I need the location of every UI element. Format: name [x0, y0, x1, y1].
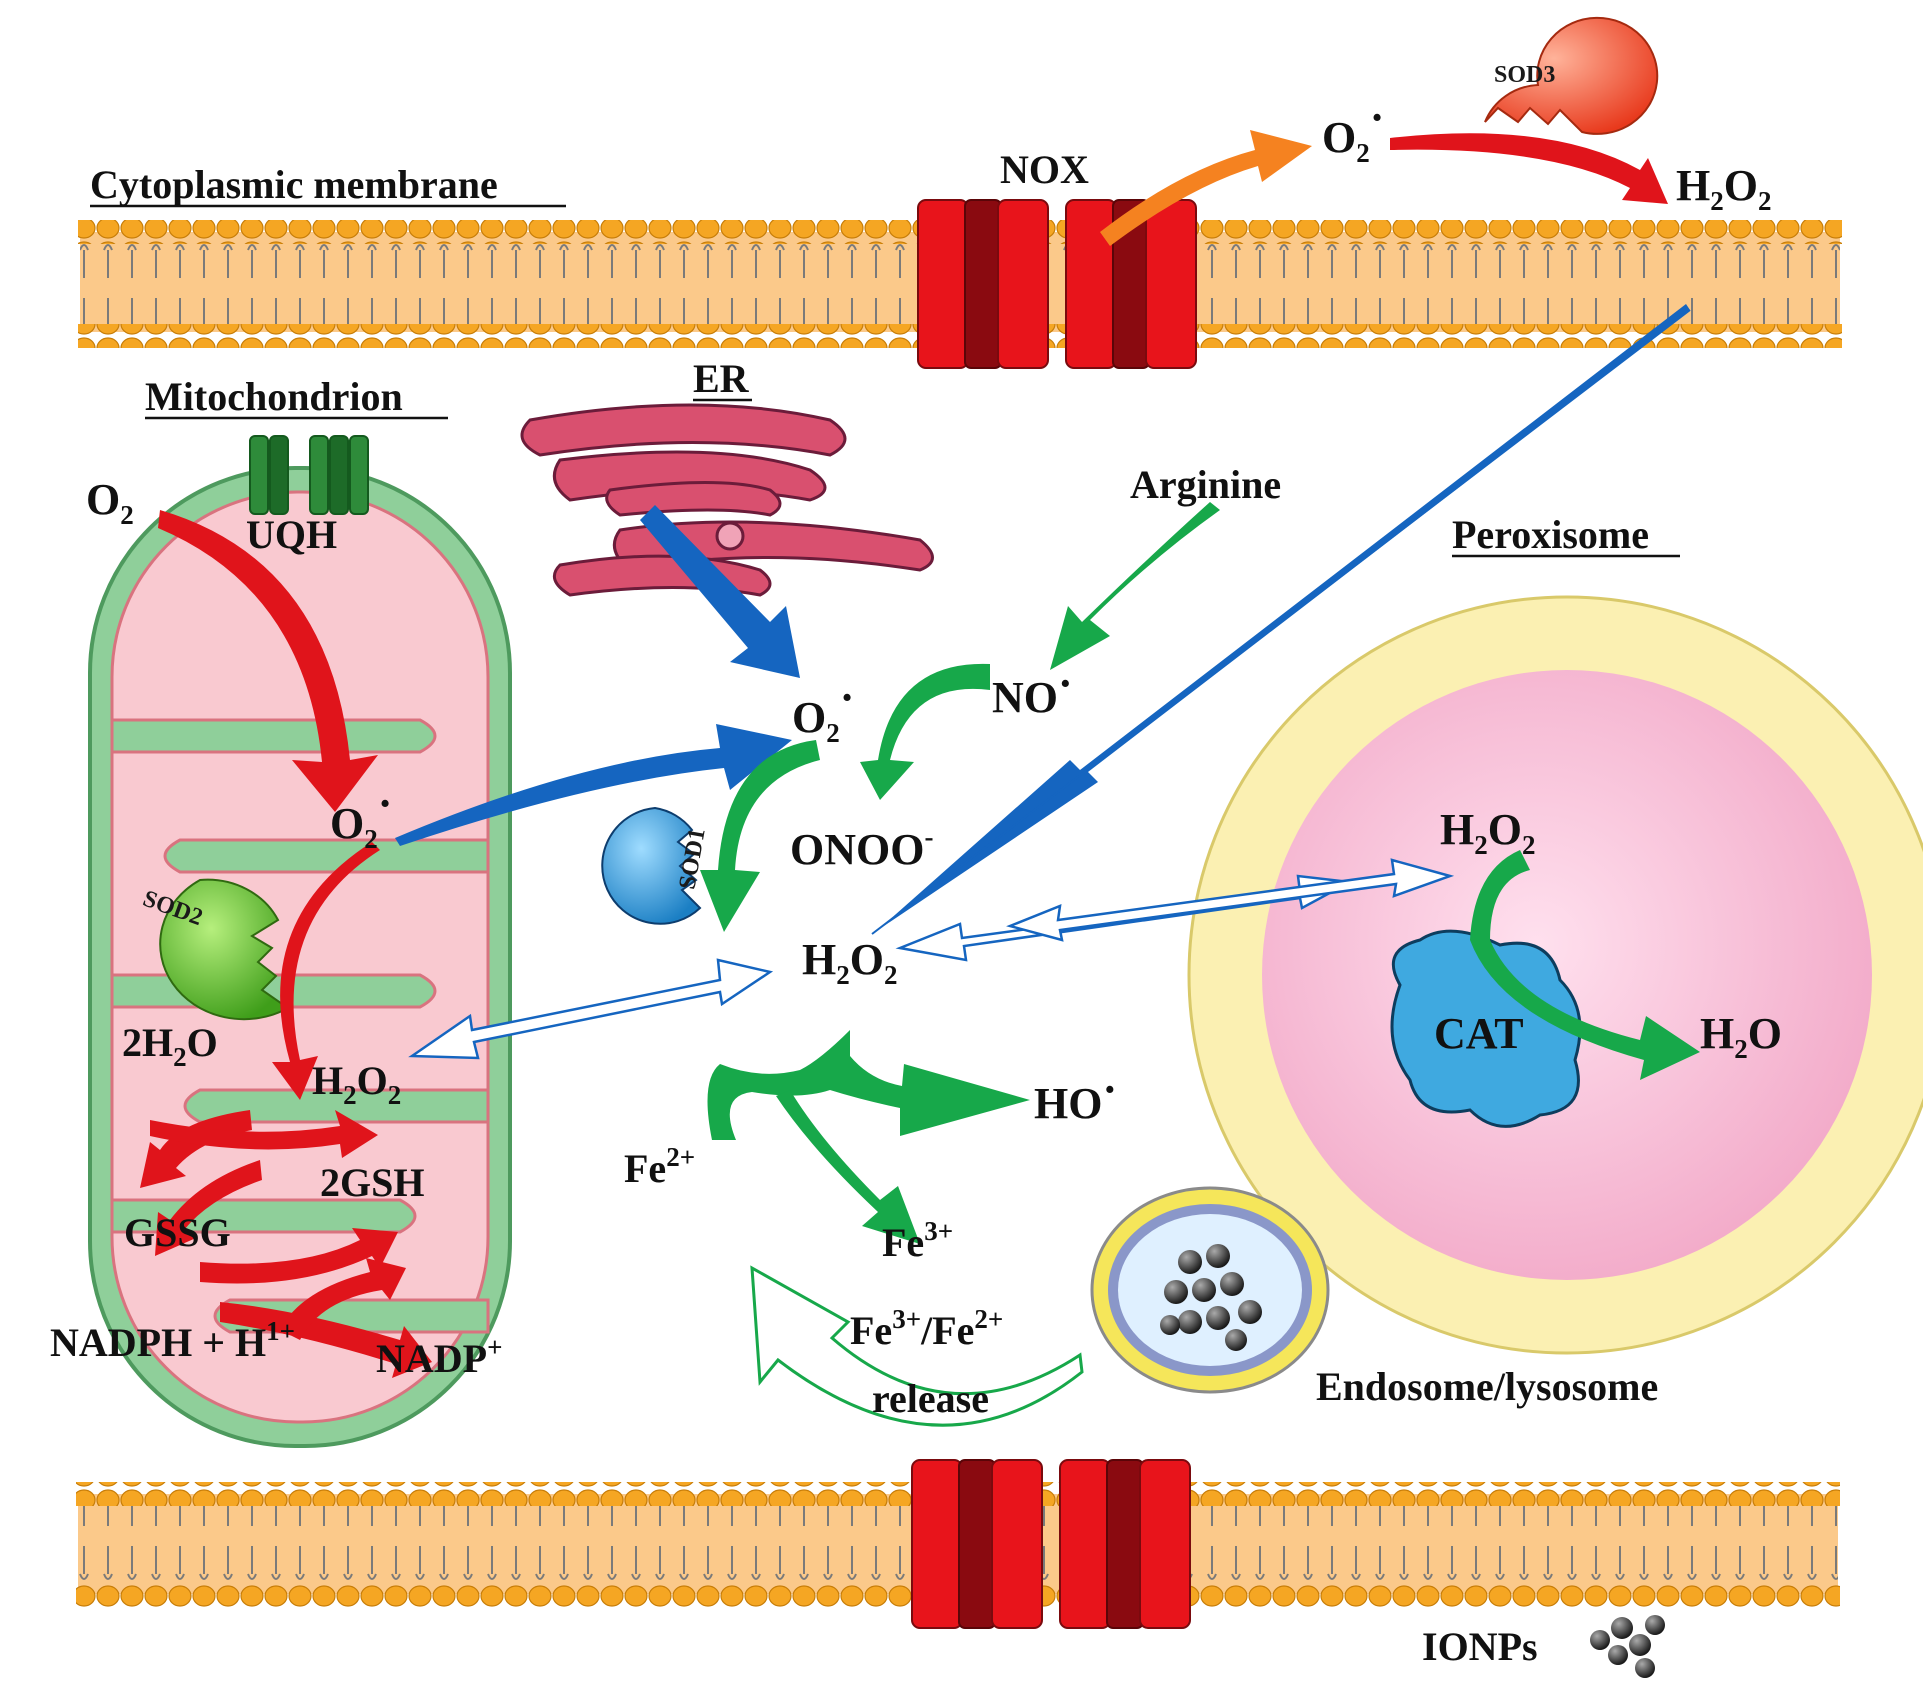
water-label: H2O [1700, 1009, 1782, 1064]
nox-channel [917, 199, 1197, 369]
gssg-label: GSSG [124, 1210, 231, 1255]
bottom-channel [911, 1459, 1191, 1629]
superoxide-cytosol-label: O2· [792, 673, 854, 748]
mito-red-arrows [140, 510, 432, 1378]
orange-arrow [1100, 130, 1312, 246]
superoxide-top-label: O2· [1322, 93, 1384, 168]
h2o2-center-label: H2O2 [802, 935, 897, 990]
nadph-label: NADPH + H1+ [50, 1316, 295, 1365]
uqh-label: UQH [246, 512, 337, 557]
iron-release-label: Fe3+/Fe2+ [850, 1304, 1003, 1353]
mitochondrion-label: Mitochondrion [145, 374, 403, 419]
green-arrows [700, 502, 1700, 1244]
cat-enzyme [1390, 929, 1582, 1128]
h2o2-peroxisome-label: H2O2 [1440, 805, 1535, 860]
sod3-enzyme [1484, 16, 1659, 135]
ionp-cluster-icon [1590, 1615, 1665, 1678]
peroxynitrite-label: ONOO- [790, 822, 933, 874]
hydroxyl-radical-label: HO· [1034, 1065, 1117, 1128]
endosome [1090, 1186, 1330, 1394]
cytoplasmic-membrane-label: Cytoplasmic membrane [90, 162, 498, 207]
ionps-label: IONPs [1422, 1624, 1538, 1669]
cat-label: CAT [1434, 1009, 1524, 1058]
endosome-label: Endosome/lysosome [1316, 1364, 1658, 1409]
sod3-label: SOD3 [1494, 62, 1555, 88]
nox-label: NOX [1000, 147, 1089, 192]
release-label: release [872, 1376, 989, 1421]
uqh-complex [249, 435, 369, 515]
arginine-label: Arginine [1130, 462, 1281, 507]
h2o2-top-label: H2O2 [1676, 161, 1771, 216]
nitric-oxide-label: NO· [992, 659, 1073, 722]
sod1-enzyme [601, 806, 702, 925]
two-water-label: 2H2O [122, 1020, 218, 1072]
sod3-red-arrow [1390, 133, 1668, 204]
two-gsh-label: 2GSH [320, 1160, 424, 1205]
nadp-label: NADP+ [376, 1332, 502, 1381]
release-arrow [750, 1265, 1084, 1427]
er-label: ER [693, 356, 750, 401]
peroxisome-label: Peroxisome [1452, 512, 1649, 557]
ferric-iron-label: Fe3+ [882, 1216, 953, 1265]
sod2-enzyme [159, 878, 290, 1021]
er-organelle [520, 403, 934, 597]
hollow-blue-arrows [408, 858, 1455, 1060]
superoxide-mito-label: O2· [330, 779, 392, 854]
oxygen-label: O2 [86, 475, 134, 530]
h2o2-mito-label: H2O2 [312, 1058, 401, 1110]
blue-arrows [395, 304, 1691, 935]
ferrous-iron-label: Fe2+ [624, 1142, 695, 1191]
